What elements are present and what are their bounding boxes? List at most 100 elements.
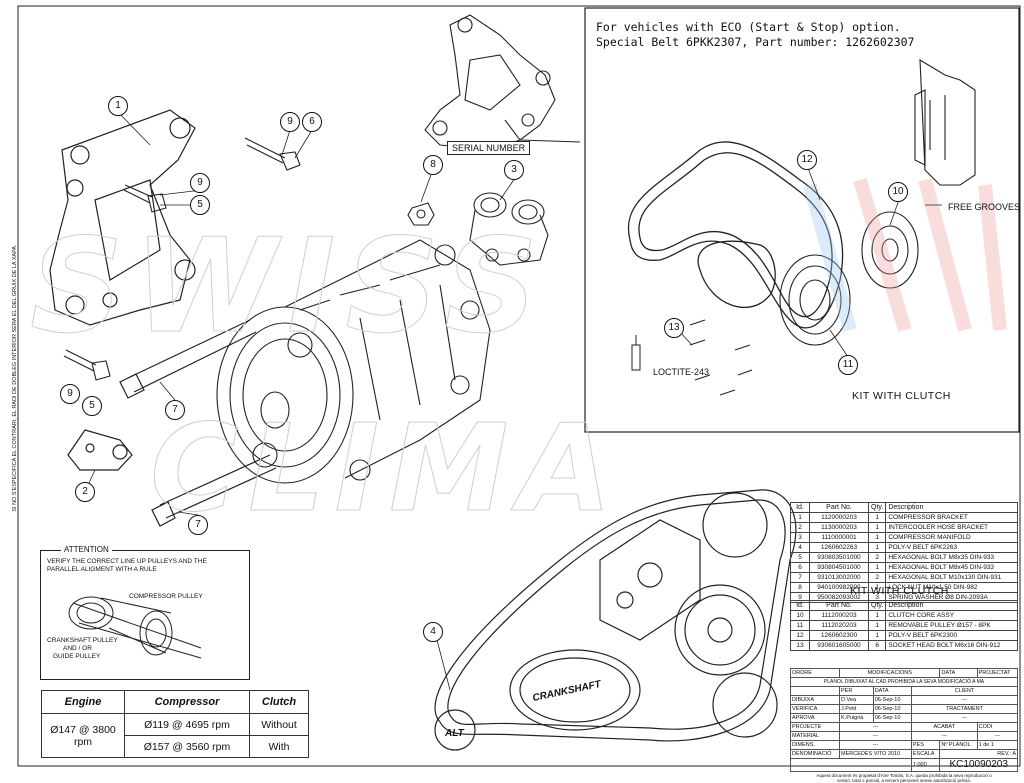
kit-partno: 1112000203 xyxy=(809,610,869,621)
callout-9a: 9 xyxy=(280,112,300,132)
tb-aprova-data: 06-Sep-10 xyxy=(872,713,912,723)
tb-projecte: PROJECTE xyxy=(789,722,841,732)
parts-qty: 1 xyxy=(867,542,887,553)
kit-header-partno: Part No. xyxy=(809,600,869,611)
watermark-top: SWISS xyxy=(29,210,549,363)
tb-verifica-data: 06-Sep-10 xyxy=(872,704,912,714)
kit-partno: 1260602300 xyxy=(809,630,869,641)
kit-with-clutch-label: KIT WITH CLUTCH xyxy=(852,390,951,402)
kit-qty: 1 xyxy=(867,630,887,641)
title-block-table: ORDRE MODIFICACIONS DATA PROJECTAT PLANO… xyxy=(789,668,1019,772)
kit-with-clutch-title: KIT WITH CLUTCH xyxy=(850,585,949,597)
pulley-spec-table: Engine Compressor Clutch Ø147 @ 3800 rpm… xyxy=(41,690,309,758)
free-grooves-label: FREE GROOVES xyxy=(948,202,1021,212)
eco-clutch-drawing xyxy=(779,59,976,346)
kit-id: 13 xyxy=(790,640,810,651)
spec-compressor-row1: Ø119 @ 4695 rpm xyxy=(124,713,250,736)
tb-data-col: DATA xyxy=(872,686,912,696)
callout-9c: 9 xyxy=(60,384,80,404)
alt-label: ALT xyxy=(445,728,464,739)
tb-aprova: APROVA xyxy=(789,713,841,723)
spec-engine-value: Ø147 @ 3800 rpm xyxy=(41,713,125,758)
parts-id: 8 xyxy=(790,582,810,593)
parts-description: COMPRESSOR MANIFOLD xyxy=(885,532,1018,543)
tb-per: PER xyxy=(839,686,874,696)
parts-id: 6 xyxy=(790,562,810,573)
callout-8: 8 xyxy=(423,155,443,175)
parts-header-qty: Qty. xyxy=(867,502,887,513)
kit-qty: 1 xyxy=(867,610,887,621)
spec-clutch-row2: With xyxy=(249,735,309,758)
parts-partno: 931013002000 xyxy=(809,572,869,583)
kit-header-qty: Qty. xyxy=(867,600,887,611)
tb-material: MATERIAL xyxy=(789,731,841,741)
kit-partno: 930601605000 xyxy=(809,640,869,651)
tb-dibuixa: DIBUIXA xyxy=(789,695,841,705)
parts-qty: 2 xyxy=(867,572,887,583)
parts-description: POLY-V BELT 6PK2263 xyxy=(885,542,1018,553)
compressor-pulley-label: COMPRESSOR PULLEY xyxy=(129,593,203,600)
tb-escala-value: 1:000 xyxy=(910,758,941,772)
callout-5a: 5 xyxy=(190,195,210,215)
callout-4: 4 xyxy=(423,622,443,642)
kit-qty: 6 xyxy=(867,640,887,651)
kit-id: 12 xyxy=(790,630,810,641)
parts-id: 5 xyxy=(790,552,810,563)
tb-codi: CODI xyxy=(976,722,1019,732)
crankshaft-pulley-label-2: AND / OR xyxy=(63,645,92,652)
callout-9b: 9 xyxy=(190,173,210,193)
kit-description: SOCKET HEAD BOLT M6x16 DIN-912 xyxy=(885,640,1018,651)
parts-header-partno: Part No. xyxy=(809,502,869,513)
parts-qty: 1 xyxy=(867,522,887,533)
callout-2: 2 xyxy=(75,482,95,502)
tb-ordre: ORDRE xyxy=(789,668,841,678)
tb-n-planol: Nº PLANOL xyxy=(939,740,978,750)
upper-bracket-drawing xyxy=(424,14,581,151)
pulley-alignment-sketch xyxy=(68,596,202,659)
kit-description: REMOVABLE PULLEY Ø157 - 8PK xyxy=(885,620,1018,631)
kit-partno: 1112020203 xyxy=(809,620,869,631)
tb-verifica: VERIFICA xyxy=(789,704,841,714)
parts-partno: 1120000203 xyxy=(809,512,869,523)
tb-denominacio-value: MERCEDES VITO 2010 xyxy=(839,749,912,759)
parts-partno: 1260602263 xyxy=(809,542,869,553)
eco-note-line2: Special Belt 6PKK2307, Part number: 1262… xyxy=(596,35,915,49)
callout-13: 13 xyxy=(664,318,684,338)
spec-header-compressor: Compressor xyxy=(124,690,250,714)
crankshaft-pulley-label-3: GUIDE PULLEY xyxy=(53,653,101,660)
tb-data: DATA xyxy=(939,668,978,678)
callout-7b: 7 xyxy=(188,515,208,535)
tb-projectat: PROJECTAT xyxy=(976,668,1019,678)
tb-projecte-value: --- xyxy=(839,722,912,732)
tb-aprova-per: K.Puigrià xyxy=(839,713,874,723)
tb-dibuixa-per: D.Vea xyxy=(839,695,874,705)
parts-id: 4 xyxy=(790,542,810,553)
parts-qty: 2 xyxy=(867,552,887,563)
crankshaft-pulley-label-1: CRANKSHAFT PULLEY xyxy=(47,637,118,644)
tb-dimens: DIMENS. xyxy=(789,740,841,750)
side-note: SI NO S'ESPECIFICA EL CONTRARI, EL RADI … xyxy=(12,244,18,512)
tb-rev: REV.: A xyxy=(939,749,1018,759)
parts-id: 1 xyxy=(790,512,810,523)
parts-id: 7 xyxy=(790,572,810,583)
parts-id: 2 xyxy=(790,522,810,533)
parts-header-id: Id. xyxy=(790,502,810,513)
spec-compressor-row2: Ø157 @ 3560 rpm xyxy=(124,735,250,758)
kit-description: POLY-V BELT 6PK2300 xyxy=(885,630,1018,641)
tb-drawing-number: KC10090203 xyxy=(939,758,1018,772)
tb-tractament-value: --- xyxy=(910,713,1019,723)
callout-6: 6 xyxy=(302,112,322,132)
parts-partno: 930803501000 xyxy=(809,552,869,563)
tb-dibuixa-data: 06-Sep-10 xyxy=(872,695,912,705)
kit-id: 10 xyxy=(790,610,810,621)
tb-codi-value: --- xyxy=(976,731,1019,741)
parts-partno: 930804501000 xyxy=(809,562,869,573)
